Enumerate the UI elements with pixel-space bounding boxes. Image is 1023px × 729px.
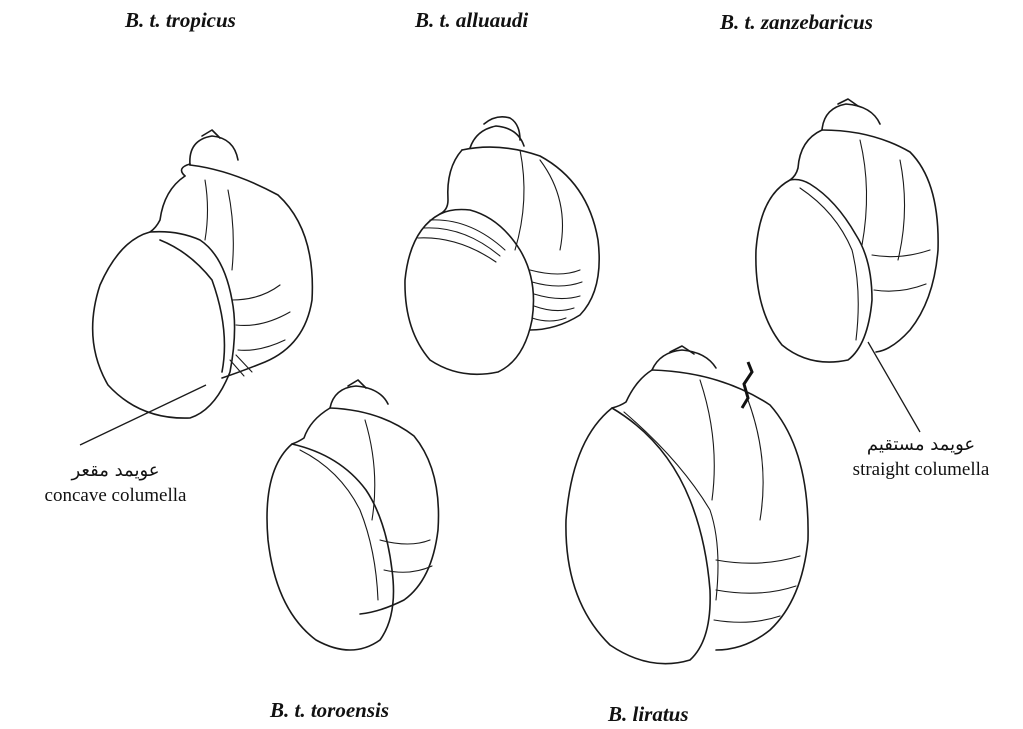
shell-zanzebaricus (756, 99, 938, 362)
concave-pointer-line (80, 385, 206, 445)
straight-pointer-line (868, 342, 920, 432)
ink-blot (742, 362, 752, 408)
shell-alluaudi (405, 117, 599, 374)
shell-liratus (566, 346, 808, 664)
shell-tropicus (93, 130, 313, 418)
shell-toroensis (267, 380, 439, 650)
